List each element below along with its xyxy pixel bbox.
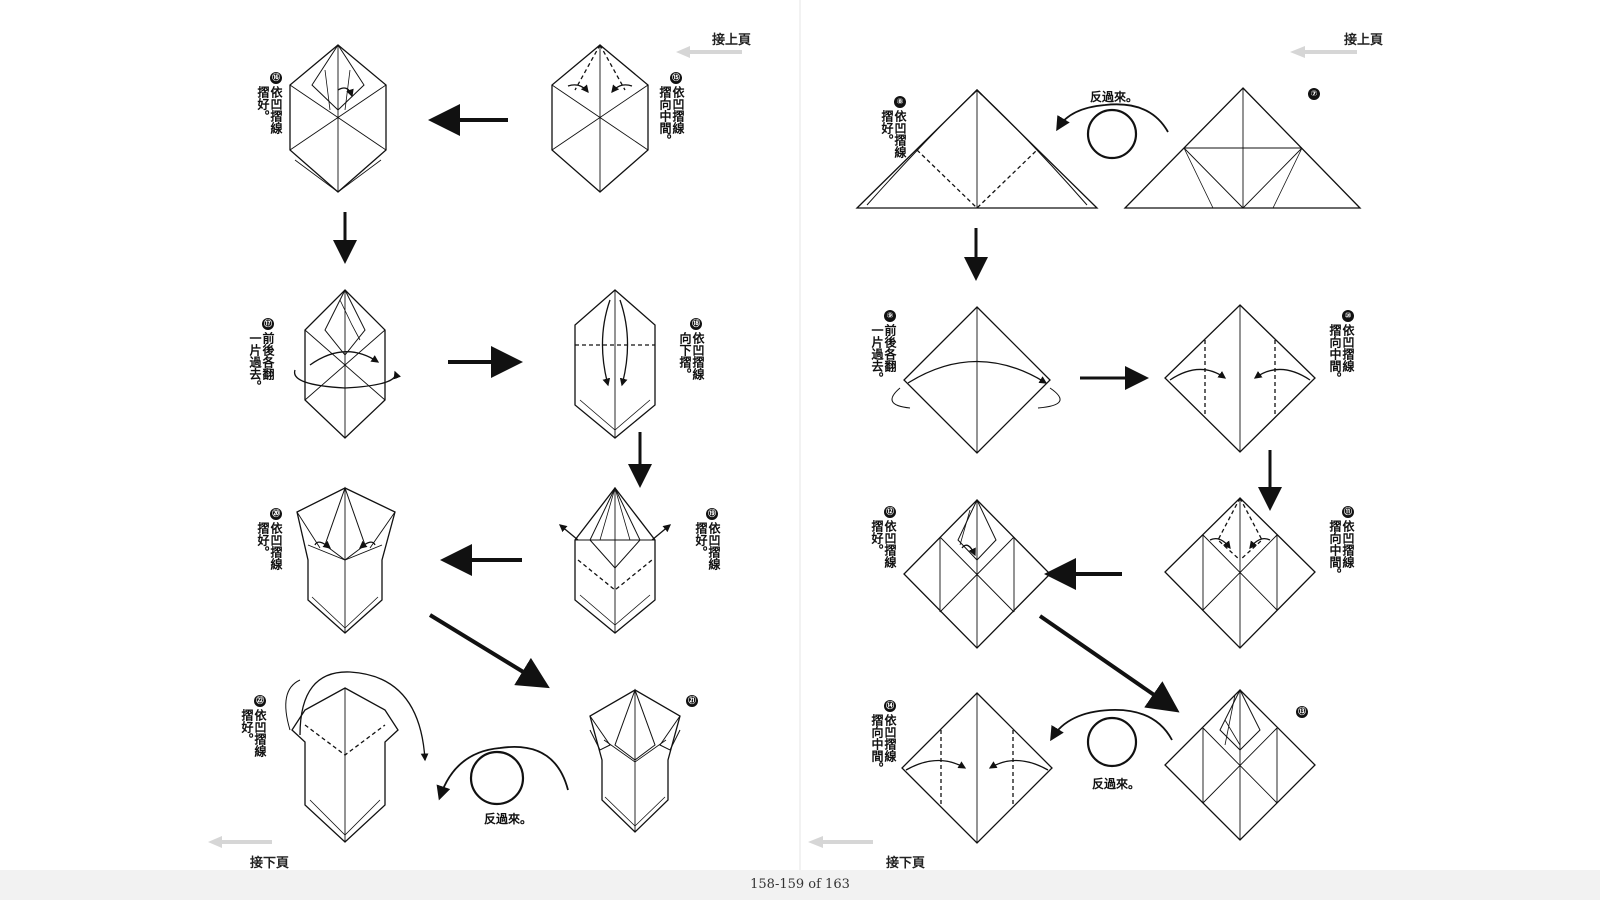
step-14-figure [901, 692, 1053, 844]
step-12-figure [903, 498, 1051, 649]
right-nav-arrows [808, 46, 1357, 848]
step-caption-9: 前後各翻 一片過去。 [870, 324, 897, 384]
step-number-8: ⑧ [894, 96, 906, 108]
step-caption-12: 依凹摺線 摺好。 [870, 520, 897, 568]
left-page-diagrams [208, 44, 742, 848]
step-number-16: ⑯ [270, 72, 282, 84]
step-number-19: ⑲ [706, 508, 718, 520]
step-13-figure [1164, 688, 1316, 841]
step-caption-14: 依凹摺線 摺向中間。 [870, 714, 897, 774]
flip-icon-right-top [1056, 103, 1169, 160]
step-caption-15: 依凹摺線 摺向中間。 [658, 86, 685, 146]
nav-prev-left: 接上頁 [712, 33, 752, 48]
step-caption-19: 依凹摺線 摺好。 [694, 522, 721, 570]
step-number-12: ⑫ [884, 506, 896, 518]
step-22-figure [285, 671, 429, 843]
flip-label-right-top: 反過來。 [1090, 90, 1139, 104]
step-number-10: ⑩ [1342, 310, 1354, 322]
left-page: 接上頁 接下頁 ⑮ 依凹摺線 摺向中間。 ⑯ 依凹摺線 摺好。 ⑰ 前後各翻 一… [0, 0, 800, 871]
page-gutter [799, 0, 801, 870]
nav-next-left: 接下頁 [250, 856, 290, 871]
step-16-figure [289, 44, 387, 193]
right-page-diagrams [808, 46, 1362, 848]
step-caption-10: 依凹摺線 摺向中間。 [1328, 324, 1355, 384]
nav-next-right: 接下頁 [886, 856, 926, 871]
flip-icon-right-bottom [1050, 709, 1173, 768]
step-10-figure [1164, 304, 1316, 453]
step-caption-11: 依凹摺線 摺向中間。 [1328, 520, 1355, 580]
step-caption-22: 依凹摺線 摺好。 [240, 709, 267, 757]
step-caption-17: 前後各翻 一片過去。 [248, 332, 275, 392]
step-9-figure [891, 306, 1061, 454]
step-caption-16: 依凹摺線 摺好。 [256, 86, 283, 134]
step-number-22: ㉒ [254, 695, 266, 707]
step-caption-18: 依凹摺線 向下摺。 [678, 332, 705, 380]
step-number-11: ⑪ [1342, 506, 1354, 518]
step-number-7: ⑦ [1308, 88, 1320, 100]
step-20-figure [296, 486, 396, 634]
step-7-figure [1123, 87, 1362, 209]
step-8-figure [855, 88, 1099, 209]
step-number-9: ⑨ [884, 310, 896, 322]
flip-icon-left [436, 746, 569, 806]
step-19-figure [559, 486, 671, 634]
step-number-20: ⑳ [270, 508, 282, 520]
page-indicator: 158-159 of 163 [0, 870, 1600, 900]
step-caption-20: 依凹摺線 摺好。 [256, 522, 283, 570]
step-caption-8: 依凹摺線 摺好。 [880, 110, 907, 158]
step-21-figure [589, 688, 681, 833]
step-number-21: ㉑ [686, 695, 698, 707]
left-nav-arrows [208, 46, 742, 848]
step-number-18: ⑱ [690, 318, 702, 330]
step-17-figure [293, 289, 401, 439]
step-number-13: ⑬ [1296, 706, 1308, 718]
step-number-15: ⑮ [670, 72, 682, 84]
step-11-figure [1164, 497, 1316, 649]
right-page: 接上頁 接下頁 ⑦ ⑧ 依凹摺線 摺好。 反過來。 ⑨ 前後各翻 一片過去。 ⑩… [800, 0, 1600, 871]
step-15-figure [551, 44, 649, 193]
flip-label-left: 反過來。 [484, 812, 533, 826]
step-number-17: ⑰ [262, 318, 274, 330]
step-number-14: ⑭ [884, 700, 896, 712]
nav-prev-right: 接上頁 [1344, 33, 1384, 48]
flip-label-right-bottom: 反過來。 [1092, 777, 1141, 791]
step-18-figure [574, 289, 656, 439]
